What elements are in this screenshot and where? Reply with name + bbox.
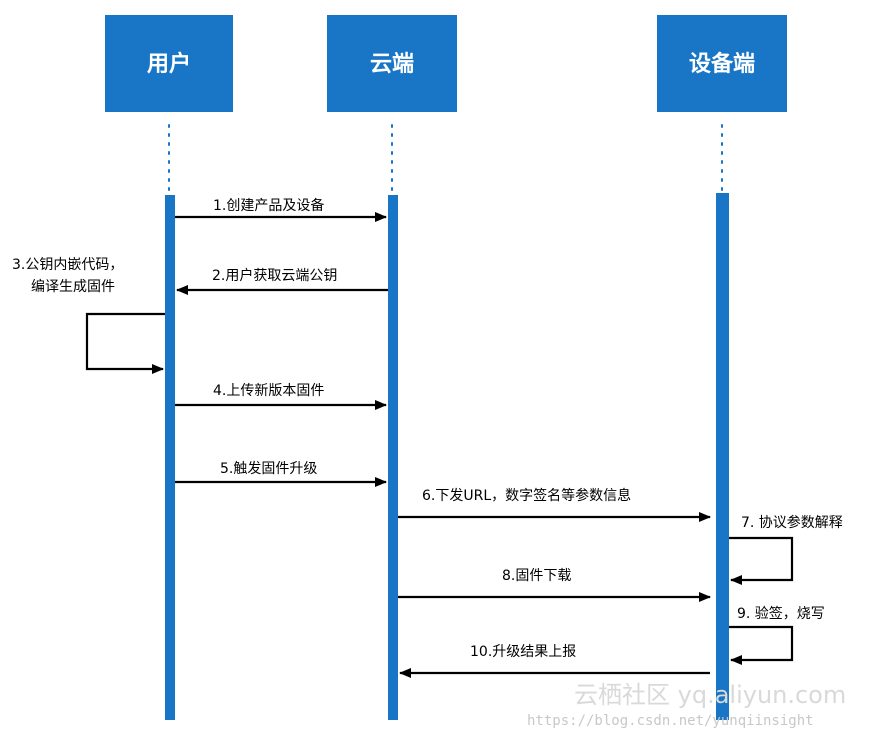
arrow-message-9-self-loop xyxy=(729,625,794,665)
message-3-label-line2: 编译生成固件 xyxy=(31,279,115,295)
actor-user-box xyxy=(105,15,233,112)
actor-cloud: 云端 xyxy=(327,15,457,112)
message-3-label-line1: 3.公钥内嵌代码， xyxy=(12,257,123,273)
actor-device-label: 设备端 xyxy=(689,51,755,77)
message-4-label: 4.上传新版本固件 xyxy=(213,383,324,399)
actor-cloud-box xyxy=(327,15,457,112)
message-9-label: 9. 验签，烧写 xyxy=(737,605,825,622)
message-10-label: 10.升级结果上报 xyxy=(470,644,576,660)
message-2-label: 2.用户获取云端公钥 xyxy=(212,267,337,284)
actor-device-box xyxy=(657,15,787,112)
actor-cloud-label: 云端 xyxy=(370,52,414,77)
message-8-label: 8.固件下载 xyxy=(502,568,571,584)
actor-user-label: 用户 xyxy=(147,51,191,77)
actor-device: 设备端 xyxy=(657,15,787,112)
activation-bar-device xyxy=(716,193,729,720)
arrow-message-3-self-loop xyxy=(85,312,165,374)
actor-user: 用户 xyxy=(105,15,233,112)
message-1-label: 1.创建产品及设备 xyxy=(213,197,324,214)
activation-bar-user xyxy=(165,195,175,720)
message-6-label: 6.下发URL，数字签名等参数信息 xyxy=(422,487,631,504)
watermark-url: https://blog.csdn.net/yunqiinsight xyxy=(527,713,814,729)
activation-bar-cloud xyxy=(388,195,398,720)
message-7-label: 7. 协议参数解释 xyxy=(741,514,843,531)
message-5-label: 5.触发固件升级 xyxy=(220,461,317,477)
arrow-message-7-self-loop xyxy=(729,536,794,585)
watermark-brand: 云栖社区 yq.aliyun.com xyxy=(574,681,846,709)
